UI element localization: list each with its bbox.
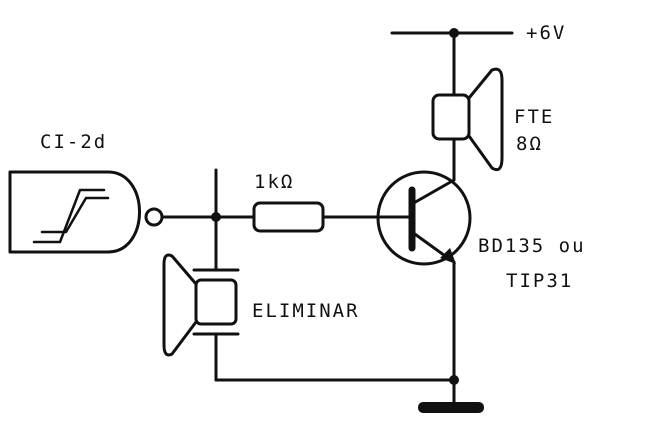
schmitt-symbol xyxy=(32,188,106,244)
speaker-name-label: FTE xyxy=(514,106,555,128)
ic-label: CI-2d xyxy=(40,131,108,153)
signal-path xyxy=(160,168,384,233)
eliminate-label: ELIMINAR xyxy=(252,300,360,322)
inverter-bubble xyxy=(144,207,164,227)
nand-gate xyxy=(8,170,164,254)
schmitt-symbol-inner xyxy=(40,196,110,234)
eliminate-component xyxy=(162,215,456,382)
resistor-label: 1kΩ xyxy=(254,171,295,193)
ground xyxy=(418,375,484,413)
speaker-impedance-label: 8Ω xyxy=(516,133,543,155)
supply-rail xyxy=(390,28,514,97)
resistor-1k xyxy=(252,201,325,233)
transistor-label-line2: TIP31 xyxy=(506,270,574,292)
supply-label: +6V xyxy=(526,22,567,44)
transistor-label-line1: BD135 ou xyxy=(478,235,586,257)
speaker-fte xyxy=(431,67,504,174)
transistor-npn xyxy=(376,170,472,382)
